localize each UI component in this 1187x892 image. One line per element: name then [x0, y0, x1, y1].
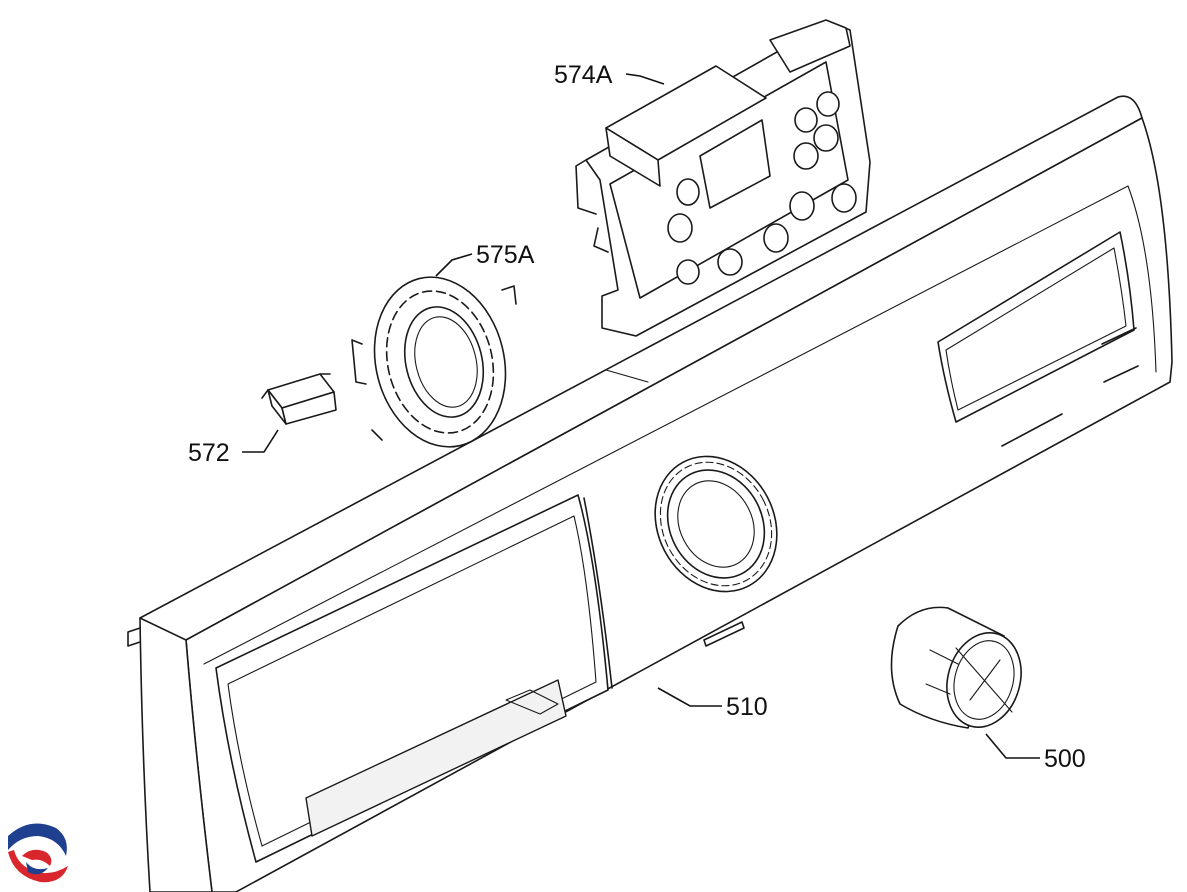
- module-button-posts: [667, 91, 857, 285]
- leader-500: [985, 733, 1040, 759]
- fascia-top-divider: [605, 369, 649, 383]
- indicator-slit-1: [1101, 327, 1137, 345]
- swirl-logo-icon: [8, 823, 68, 883]
- label-575A: 575A: [476, 241, 535, 269]
- detergent-drawer: [215, 494, 609, 863]
- electronic-module-frame: [575, 19, 871, 337]
- dial-housing: [654, 455, 778, 593]
- indicator-slit-2: [1103, 365, 1139, 383]
- panel-slot: [703, 621, 745, 647]
- detergent-drawer-inner: [227, 515, 597, 847]
- leader-572: [242, 429, 279, 453]
- fascia-left-tab: [127, 627, 141, 647]
- module-left-clips: [575, 159, 609, 253]
- programme-area-divider: [583, 497, 613, 689]
- label-500: 500: [1044, 745, 1086, 773]
- drawer-handle-recess: [305, 679, 567, 837]
- control-knob: [890, 606, 1022, 729]
- label-572: 572: [188, 439, 230, 467]
- control-panel-fascia: [127, 95, 1173, 892]
- fascia-front-inner-edge: [203, 185, 1157, 665]
- module-top-cover-front: [605, 127, 661, 187]
- dial-ring: [351, 276, 517, 448]
- leader-575A: [435, 253, 473, 277]
- indicator-slit-3: [1001, 413, 1063, 447]
- leader-510: [657, 687, 722, 707]
- display-window: [937, 231, 1135, 423]
- dial-ring-lugs: [351, 285, 517, 441]
- drawer-handle-shadow: [505, 689, 559, 715]
- leader-574A: [625, 73, 665, 85]
- push-button: [261, 373, 337, 425]
- label-510: 510: [726, 693, 768, 721]
- display-window-inner: [945, 247, 1127, 411]
- module-window: [699, 119, 771, 209]
- fascia-left-end: [139, 617, 213, 892]
- module-top-bracket: [769, 19, 851, 73]
- label-574A: 574A: [554, 61, 613, 89]
